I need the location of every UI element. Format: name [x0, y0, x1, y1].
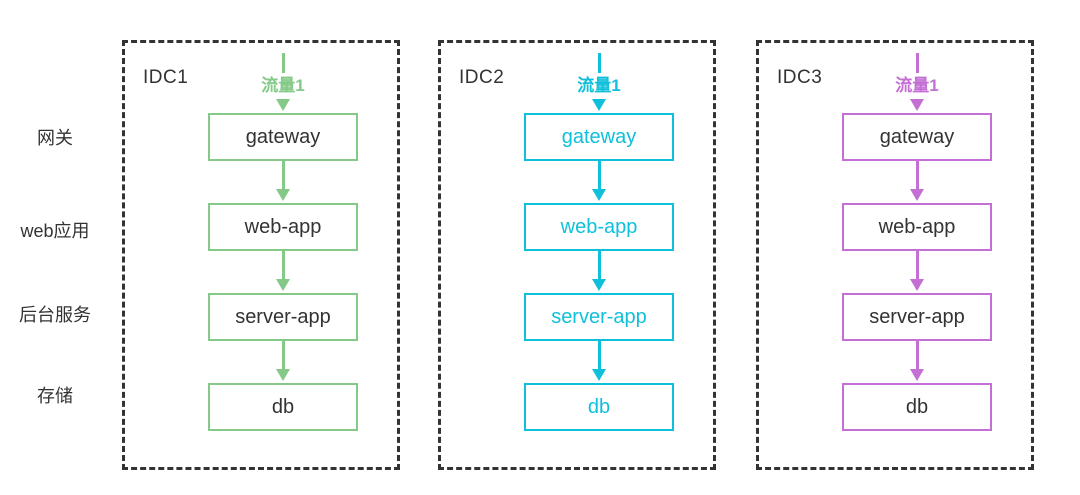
- down-arrow-icon: [276, 251, 290, 291]
- row-label-gateway: 网关: [37, 128, 73, 148]
- arrow-head: [276, 189, 290, 201]
- down-arrow-icon: [910, 161, 924, 201]
- arrow-head: [276, 99, 290, 111]
- idc1-flow: 流量1 gateway web-app server-app db: [208, 53, 358, 431]
- traffic-label: 流量1: [895, 76, 939, 95]
- idc1-zone-label: IDC1: [143, 67, 189, 88]
- down-arrow-icon: [910, 99, 924, 111]
- arrow-shaft: [597, 341, 601, 369]
- traffic-inflow-line: [597, 53, 601, 73]
- down-arrow-icon: [910, 341, 924, 381]
- web-app-node: web-app: [524, 203, 674, 251]
- idc3-zone: IDC3 流量1 gateway web-app server-app db: [756, 40, 1034, 470]
- traffic-inflow-line: [915, 53, 919, 73]
- server-app-node: server-app: [208, 293, 358, 341]
- down-arrow-icon: [276, 341, 290, 381]
- gateway-node: gateway: [208, 113, 358, 161]
- arrow-shaft: [281, 341, 285, 369]
- arrow-head: [592, 279, 606, 291]
- server-app-node: server-app: [524, 293, 674, 341]
- arrow-head: [592, 369, 606, 381]
- row-label-storage: 存储: [37, 386, 73, 406]
- db-node: db: [842, 383, 992, 431]
- arrow-shaft: [281, 251, 285, 279]
- down-arrow-icon: [592, 161, 606, 201]
- traffic-label: 流量1: [261, 76, 305, 95]
- arrow-shaft: [915, 341, 919, 369]
- server-app-node: server-app: [842, 293, 992, 341]
- down-arrow-icon: [592, 99, 606, 111]
- arrow-head: [276, 279, 290, 291]
- idc3-zone-label: IDC3: [777, 67, 823, 88]
- row-label-web-app: web应用: [20, 221, 90, 241]
- db-node: db: [524, 383, 674, 431]
- arrow-head: [910, 99, 924, 111]
- down-arrow-icon: [592, 251, 606, 291]
- arrow-head: [592, 99, 606, 111]
- row-label-backend-service: 后台服务: [19, 305, 91, 325]
- web-app-node: web-app: [208, 203, 358, 251]
- arrow-head: [910, 369, 924, 381]
- arrow-shaft: [597, 251, 601, 279]
- arrow-head: [592, 189, 606, 201]
- db-node: db: [208, 383, 358, 431]
- idc2-flow: 流量1 gateway web-app server-app db: [524, 53, 674, 431]
- traffic-inflow-line: [281, 53, 285, 73]
- down-arrow-icon: [592, 341, 606, 381]
- arrow-head: [910, 279, 924, 291]
- gateway-node: gateway: [842, 113, 992, 161]
- traffic-label: 流量1: [577, 76, 621, 95]
- down-arrow-icon: [276, 161, 290, 201]
- arrow-head: [276, 369, 290, 381]
- idc2-zone-label: IDC2: [459, 67, 505, 88]
- arrow-head: [910, 189, 924, 201]
- web-app-node: web-app: [842, 203, 992, 251]
- arrow-shaft: [915, 161, 919, 189]
- arrow-shaft: [281, 161, 285, 189]
- arrow-shaft: [597, 161, 601, 189]
- idc2-zone: IDC2 流量1 gateway web-app server-app db: [438, 40, 716, 470]
- idc3-flow: 流量1 gateway web-app server-app db: [842, 53, 992, 431]
- down-arrow-icon: [276, 99, 290, 111]
- arrow-shaft: [915, 251, 919, 279]
- idc1-zone: IDC1 流量1 gateway web-app server-app db: [122, 40, 400, 470]
- gateway-node: gateway: [524, 113, 674, 161]
- down-arrow-icon: [910, 251, 924, 291]
